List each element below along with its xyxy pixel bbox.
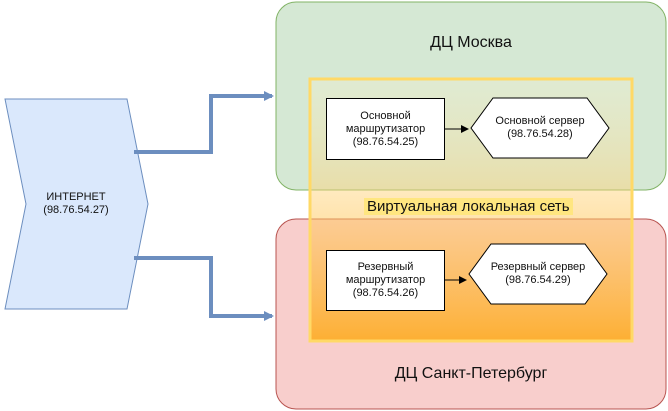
arrow-internet-to-moscow bbox=[134, 91, 274, 154]
arrow-internet-to-spb bbox=[134, 256, 274, 321]
main-server-shape bbox=[470, 97, 610, 159]
backup-server-label: Резервный сервер (98.76.54.29) bbox=[490, 261, 586, 286]
main-router-box: Основной маршрутизатор (98.76.54.25) bbox=[326, 98, 445, 160]
internet-label: ИНТЕРНЕТ (98.76.54.27) bbox=[43, 191, 109, 216]
backup-server-shape bbox=[468, 243, 608, 305]
main-server-label: Основной сервер (98.76.54.28) bbox=[495, 115, 585, 140]
vlan-label: Виртуальная локальная сеть bbox=[364, 198, 573, 215]
dc-spb-title: ДЦ Санкт-Петербург bbox=[394, 365, 548, 382]
internet-shape bbox=[4, 98, 149, 310]
dc-moscow-title: ДЦ Москва bbox=[430, 34, 512, 51]
backup-router-box: Резервный маршрутизатор (98.76.54.26) bbox=[326, 250, 445, 311]
